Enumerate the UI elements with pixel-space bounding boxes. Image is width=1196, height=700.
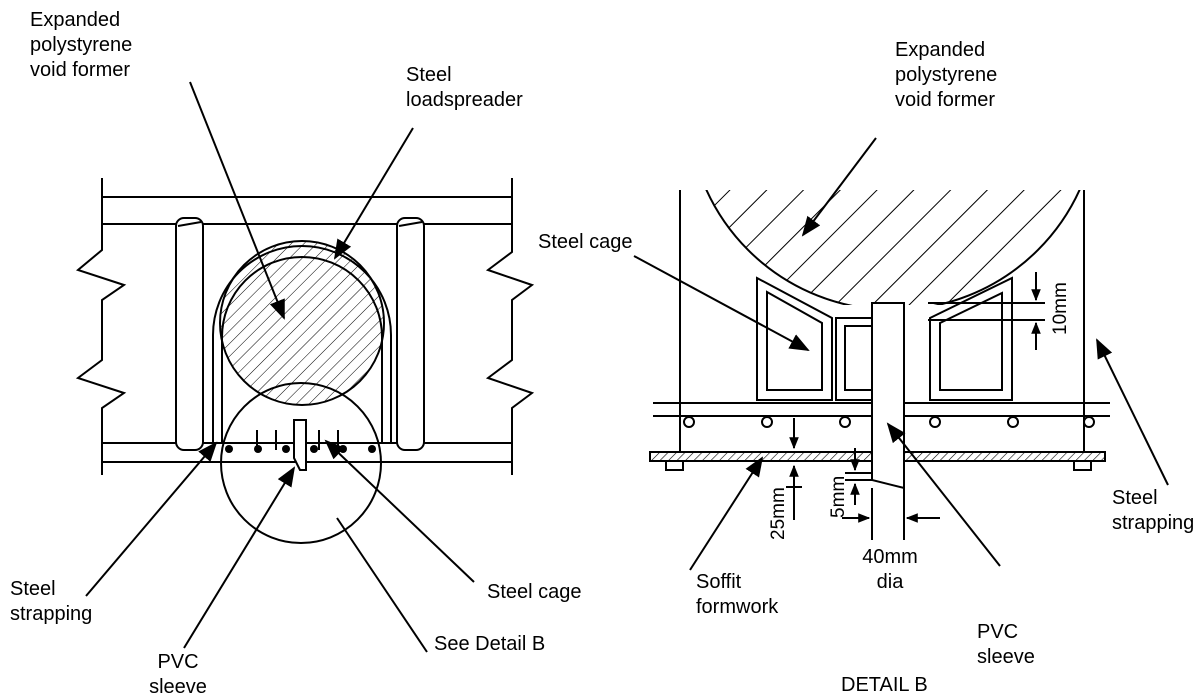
left-pvc-sleeve-label: PVC sleeve xyxy=(149,651,207,698)
left-void-former-label: Expanded polystyrene void former xyxy=(30,9,133,81)
left-loadspreader-label: Steel loadspreader xyxy=(406,64,523,111)
right-steel-cage-label: Steel cage xyxy=(538,231,633,253)
left-steel-cage-label: Steel cage xyxy=(487,581,582,603)
dim-5mm-label: 5mm xyxy=(828,475,849,518)
left-section xyxy=(75,178,535,544)
dim-10mm-label: 10mm xyxy=(1050,282,1071,335)
right-void-former-label: Expanded polystyrene void former xyxy=(895,39,998,111)
see-detail-b-label: See Detail B xyxy=(434,633,546,655)
right-pvc-sleeve-label: PVC sleeve xyxy=(977,621,1035,668)
soffit-formwork-label: Soffit formwork xyxy=(696,571,779,618)
left-leaders xyxy=(85,81,475,653)
right-strapping-label: Steel strapping xyxy=(1112,487,1195,534)
dim-40mm-label: 40mm dia xyxy=(862,546,918,593)
detail-b xyxy=(649,190,1110,490)
detail-b-bars xyxy=(683,416,1095,428)
dim-25mm-label: 25mm xyxy=(768,487,789,540)
detail-b-title: DETAIL B xyxy=(841,674,928,696)
detail-b-leaders xyxy=(633,137,1169,571)
left-strapping-label: Steel strapping xyxy=(10,578,93,625)
